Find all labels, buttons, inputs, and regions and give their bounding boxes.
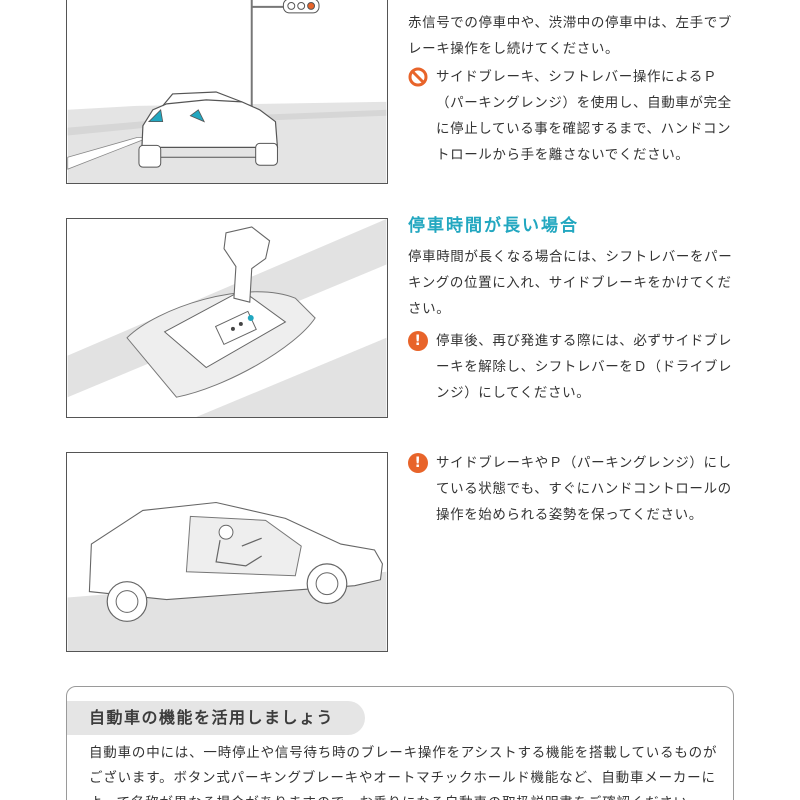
section2-note-text: 停車後、再び発進する際には、必ずサイドブレーキを解除し、シフトレバーをＤ（ドライ… [436,333,733,401]
car-features-info-box: 自動車の機能を活用しましょう 自動車の中には、一時停止や信号待ち時のブレーキ操作… [66,686,734,800]
warning-icon: ! [408,453,428,473]
shift-lever-illustration [66,218,388,418]
driver-in-car-drawing [67,453,387,651]
info-box-title-band: 自動車の機能を活用しましょう [67,701,365,735]
shift-lever-drawing [67,219,387,417]
traffic-light-car-illustration [66,0,388,184]
section2-note: ! 停車後、再び発進する際には、必ずサイドブレーキを解除し、シフトレバーをＤ（ド… [408,328,738,406]
section1-note-text: サイドブレーキ、シフトレバー操作によるＰ（パーキングレンジ）を使用し、自動車が完… [436,69,732,163]
warning-icon: ! [408,331,428,351]
section3-note: ! サイドブレーキやＰ（パーキングレンジ）にしている状態でも、すぐにハンドコント… [408,450,738,528]
section1-body: 赤信号での停車中や、渋滞中の停車中は、左手でブレーキ操作をし続けてください。 [408,15,732,57]
section3-note-text: サイドブレーキやＰ（パーキングレンジ）にしている状態でも、すぐにハンドコントロー… [436,455,732,523]
warning-glyph: ! [408,331,428,351]
section2-body: 停車時間が長くなる場合には、シフトレバーをパーキングの位置に入れ、サイドブレーキ… [408,249,733,317]
section2-text: 停車時間が長い場合 停車時間が長くなる場合には、シフトレバーをパーキングの位置に… [408,214,738,406]
info-box-body: 自動車の中には、一時停止や信号待ち時のブレーキ操作をアシストする機能を搭載してい… [89,745,718,800]
info-box-title: 自動車の機能を活用しましょう [89,708,335,727]
warning-glyph: ! [408,453,428,473]
section3-text: ! サイドブレーキやＰ（パーキングレンジ）にしている状態でも、すぐにハンドコント… [408,450,738,528]
prohibition-icon [408,67,428,87]
section2-heading: 停車時間が長い場合 [408,216,579,236]
traffic-light-car-drawing [67,0,387,183]
section1-note: サイドブレーキ、シフトレバー操作によるＰ（パーキングレンジ）を使用し、自動車が完… [408,64,738,168]
driver-in-car-illustration [66,452,388,652]
